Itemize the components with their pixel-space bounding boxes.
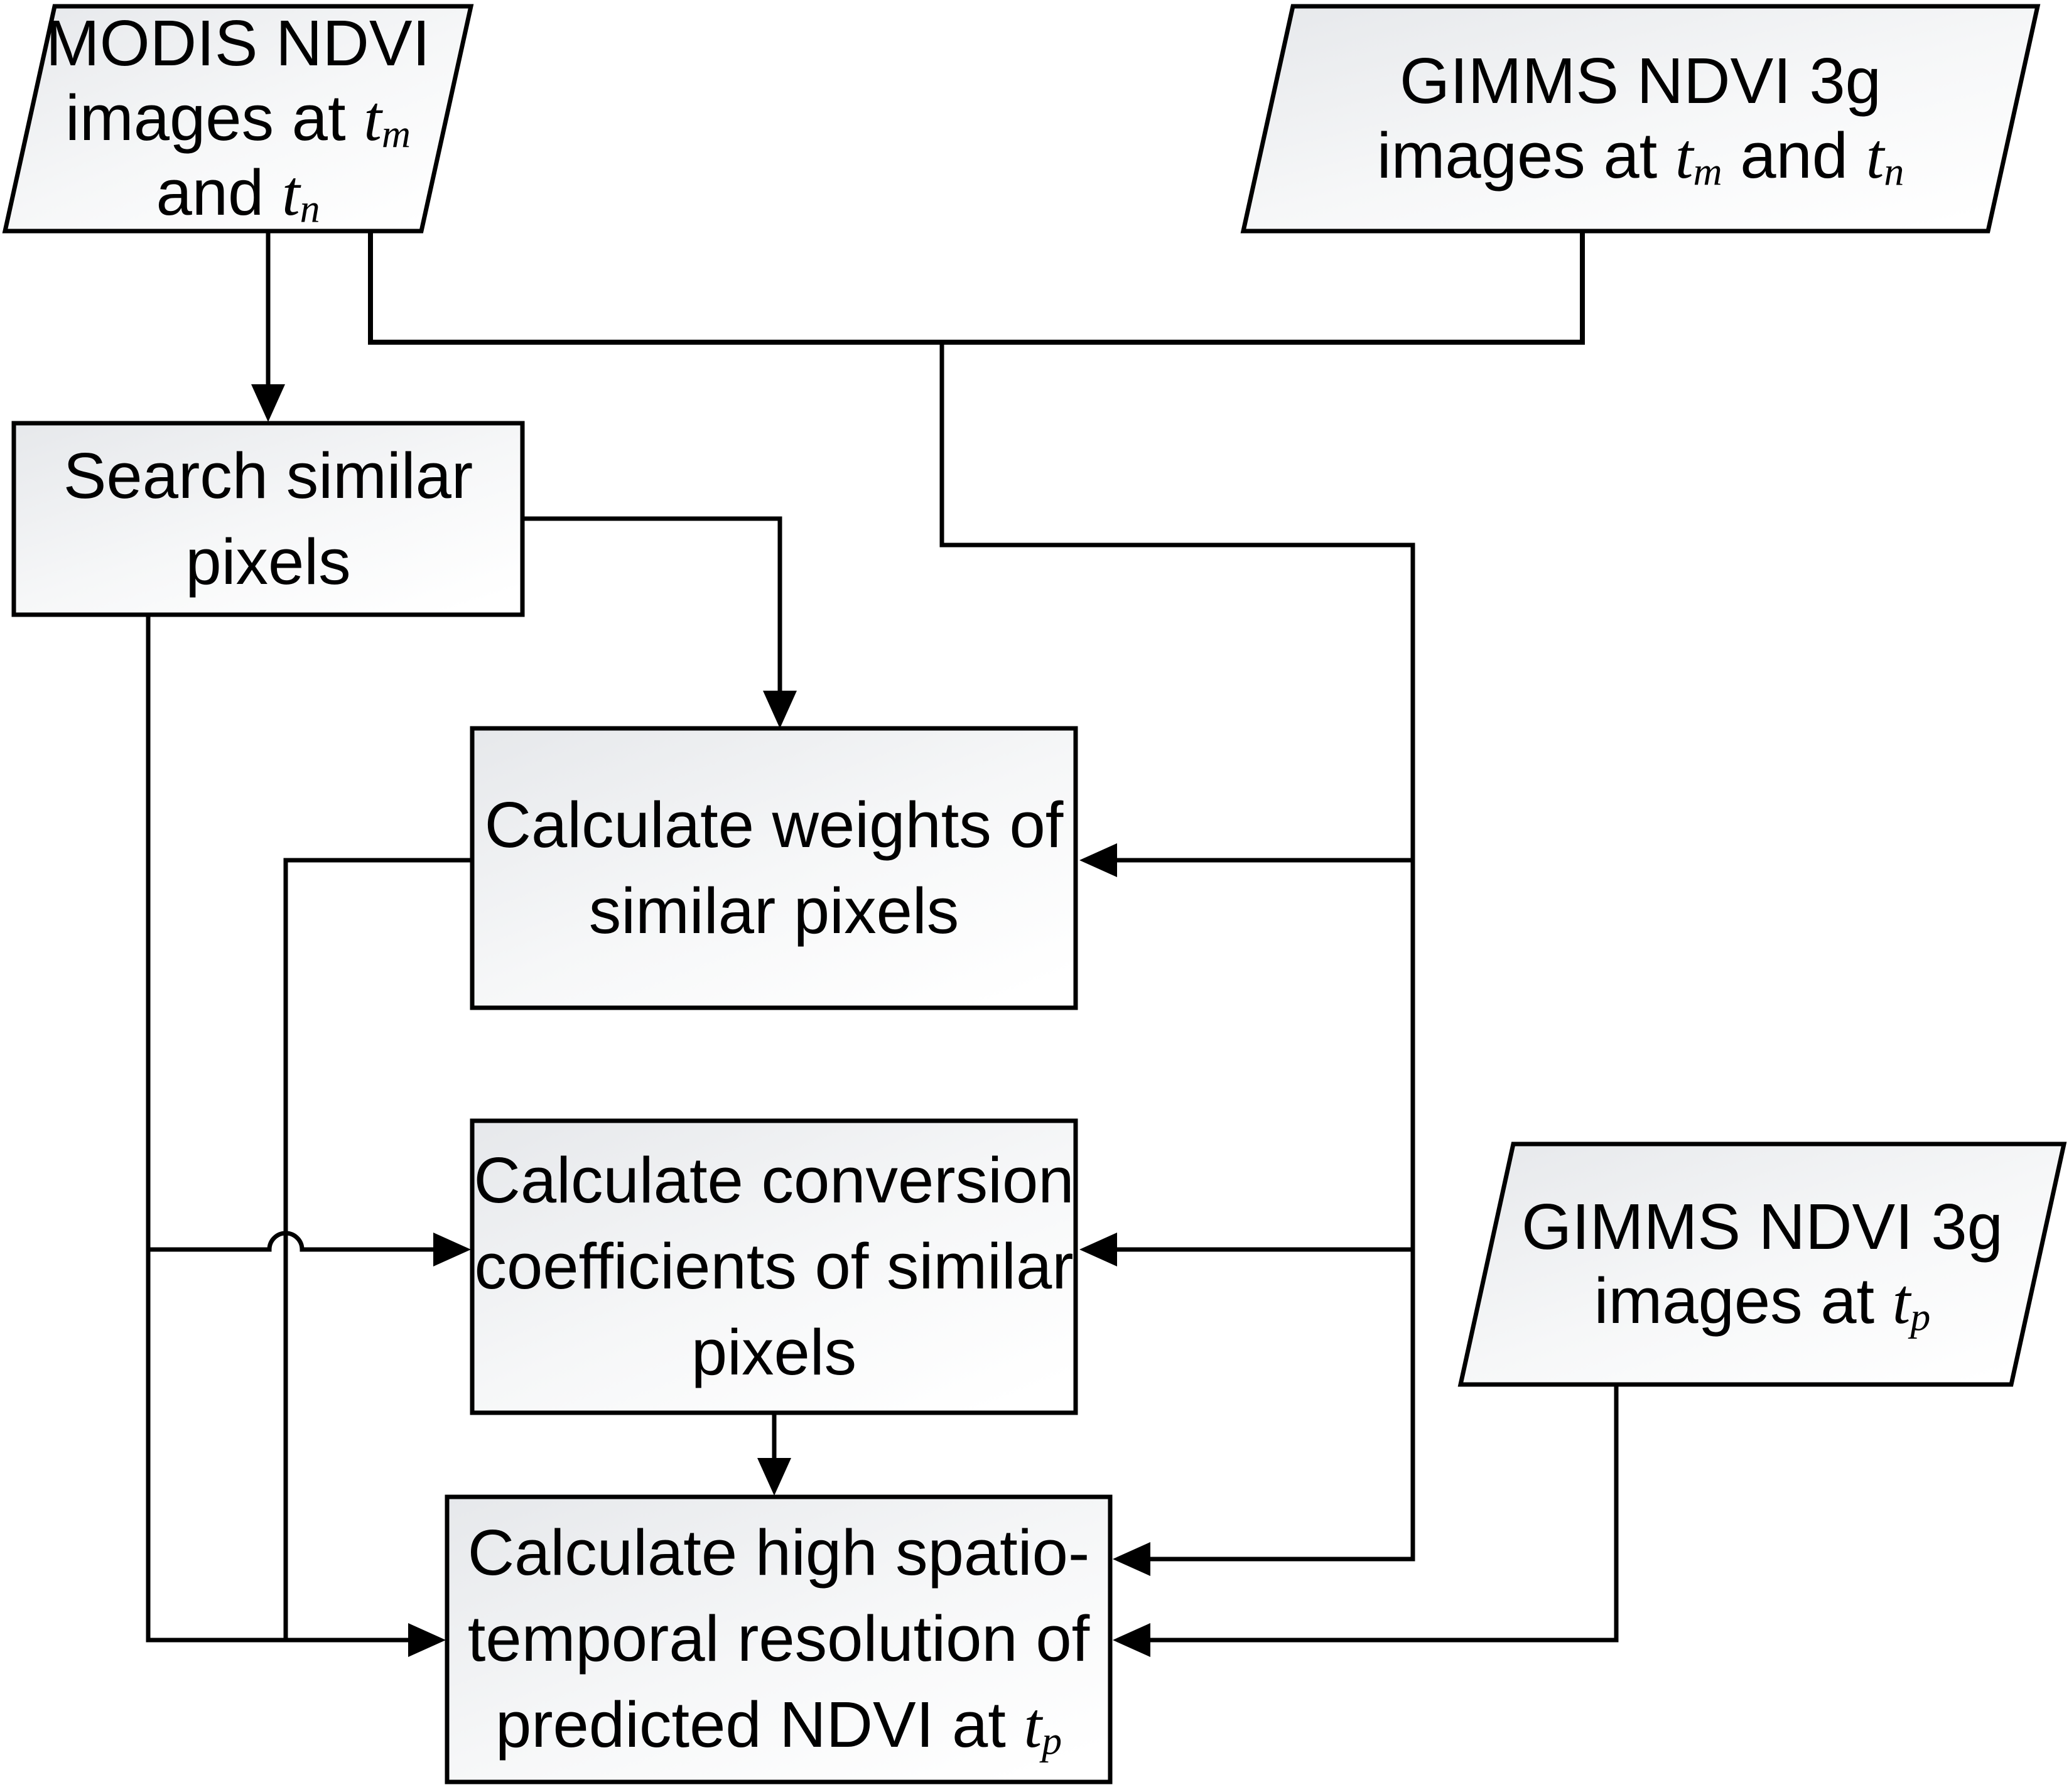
edge-gimms-tp-to-prediction [1113,1384,1619,1657]
box-calculate-conversion [470,1118,1078,1415]
edge-left-to-conversion-with-hop [148,1231,471,1266]
parallelogram-gimms-tp [1457,1142,2067,1387]
box-search-similar-pixels [11,421,525,617]
arrowhead-into-conversion-right [1079,1233,1117,1266]
arrowhead-into-search-top [251,384,285,422]
edge-inputs-join-bus [368,231,1585,345]
arrowhead-into-prediction-top [757,1458,791,1496]
box-calculate-weights [470,726,1078,1010]
edge-bus-to-right-trunk [939,342,1415,1576]
edge-modis-to-search [251,231,285,422]
edge-conversion-to-prediction [757,1413,791,1496]
edge-weights-left-join [283,858,472,1640]
arrowhead-into-prediction-right-upper [1113,1542,1150,1576]
edge-search-to-weights [522,516,797,728]
edge-trunk-to-conversion [1079,1233,1413,1266]
parallelogram-modis-tm-tn [2,4,474,234]
arrowhead-into-weights-top [763,691,797,728]
edge-search-to-prediction-left [146,615,446,1657]
arrowhead-into-conversion-left [433,1233,471,1266]
edge-trunk-to-weights [1079,843,1413,877]
arrowhead-into-weights-right [1079,843,1117,877]
arrowhead-into-prediction-left [408,1623,446,1657]
box-calculate-prediction [445,1494,1113,1784]
arrowhead-into-prediction-right-lower [1113,1623,1150,1657]
parallelogram-gimms-tm-tn [1240,4,2041,234]
